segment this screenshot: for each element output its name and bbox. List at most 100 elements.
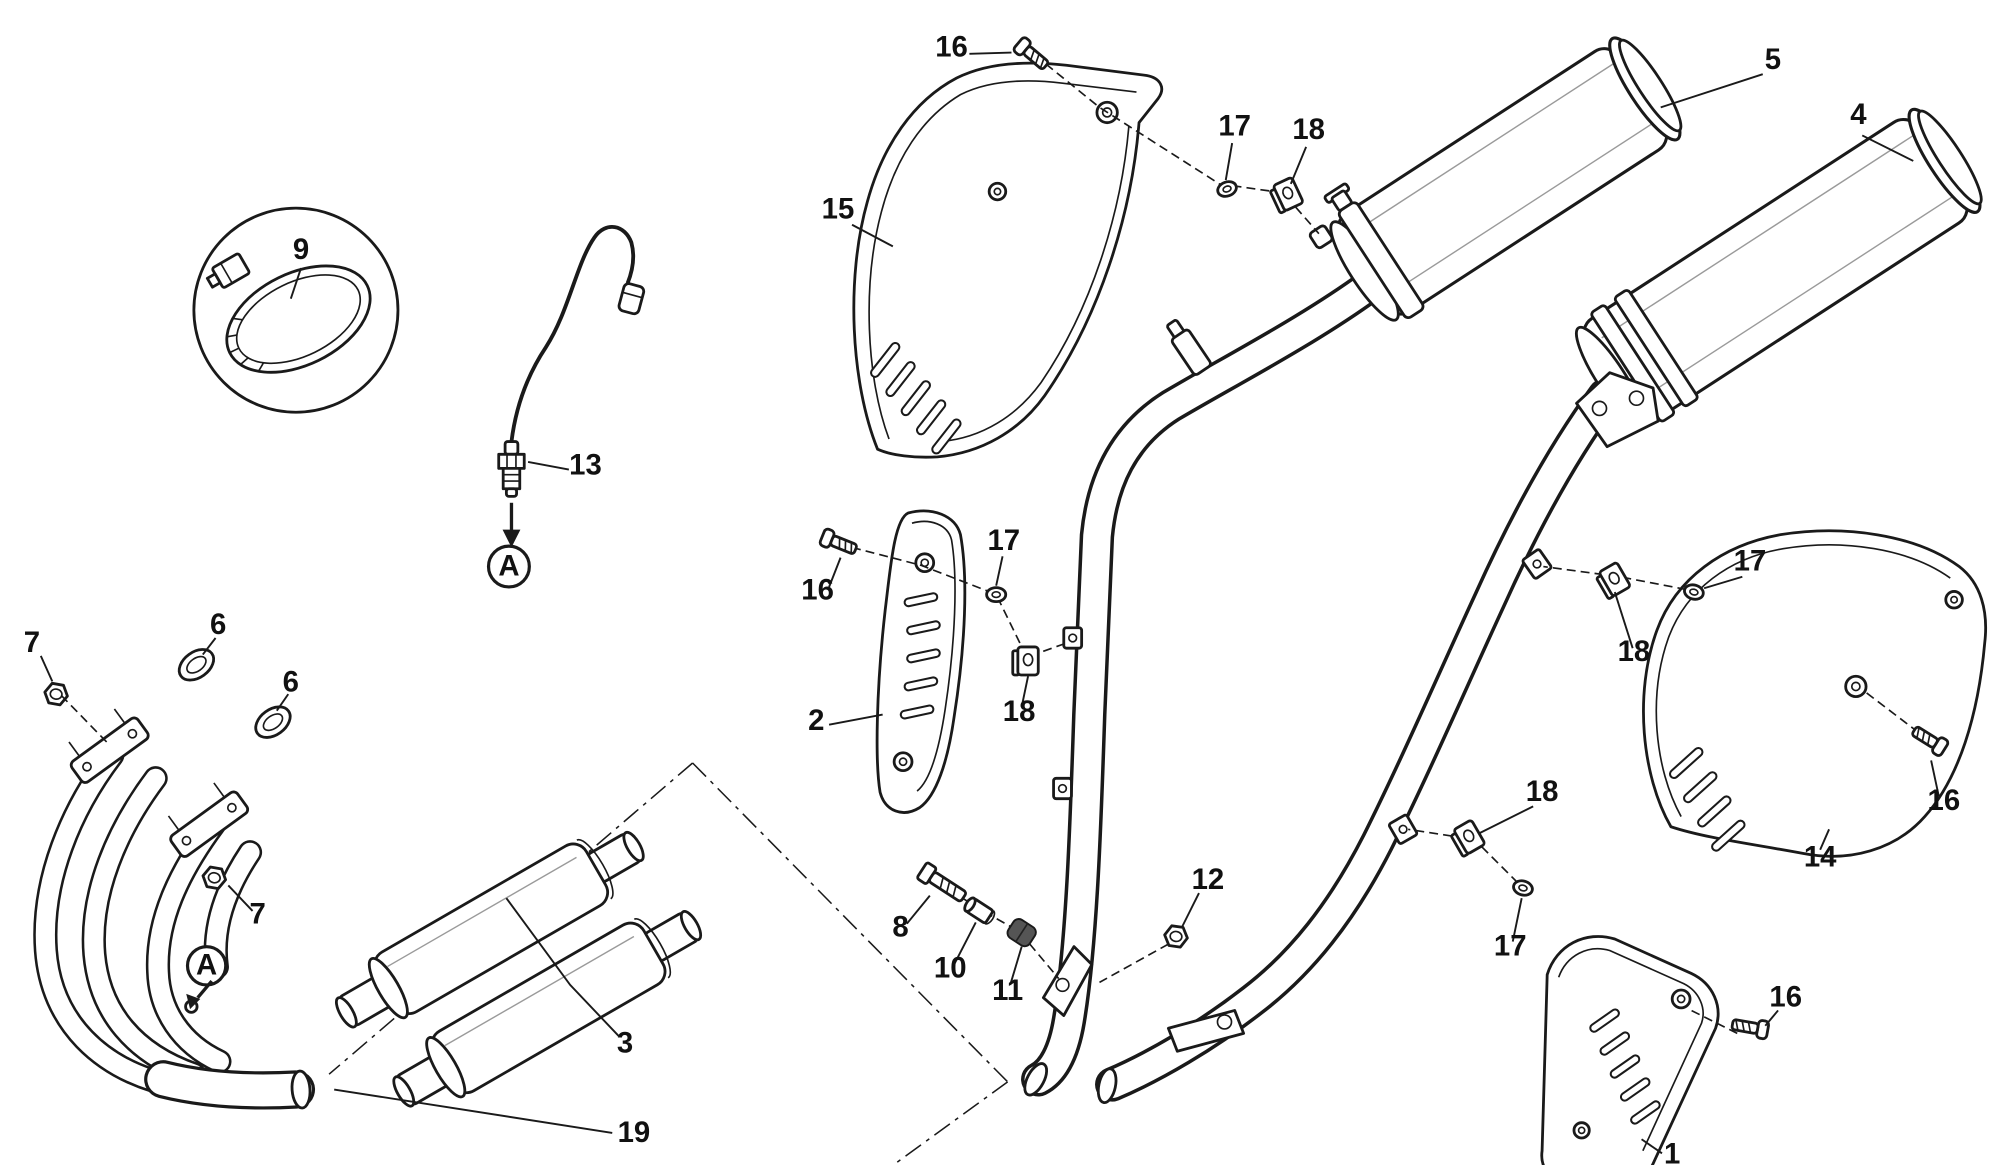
rear-pipe bbox=[1098, 381, 1619, 1099]
front-exhaust-assembly bbox=[1021, 36, 1683, 1097]
shield-contour bbox=[911, 520, 956, 792]
leader bbox=[1224, 142, 1234, 181]
part-label-6-lower: 6 bbox=[283, 666, 299, 699]
part-label-2: 2 bbox=[808, 704, 824, 737]
mount-hole bbox=[1101, 107, 1113, 118]
front-down-pipe bbox=[1024, 277, 1376, 1094]
leader bbox=[851, 223, 894, 248]
shield-contour bbox=[868, 80, 1137, 440]
leader bbox=[1641, 1138, 1663, 1155]
part-label-15: 15 bbox=[822, 192, 855, 225]
leader bbox=[227, 884, 254, 912]
clip-nut-18 bbox=[1267, 175, 1305, 215]
view-arrowhead bbox=[502, 529, 521, 548]
mount-hole bbox=[1950, 595, 1959, 604]
part-label-17-top: 17 bbox=[1218, 109, 1251, 142]
washer-17 bbox=[1510, 877, 1536, 899]
leader bbox=[202, 637, 217, 656]
mount-hole bbox=[898, 757, 908, 767]
bolt-8 bbox=[916, 861, 967, 903]
leader bbox=[1181, 892, 1200, 927]
view-marker-a-top-letter: A bbox=[498, 549, 519, 582]
hose-clamp-detail bbox=[192, 206, 400, 414]
part-label-17-rear-lower: 17 bbox=[1494, 930, 1527, 963]
leader bbox=[953, 921, 977, 965]
exhaust-flange bbox=[167, 782, 250, 858]
nut-12 bbox=[1161, 923, 1191, 950]
exhaust-gasket bbox=[172, 641, 221, 688]
bracket-hole bbox=[1055, 977, 1070, 993]
clip-nut-18 bbox=[1011, 645, 1040, 677]
axis-dashed bbox=[60, 694, 111, 746]
mount-hole bbox=[1676, 994, 1686, 1004]
mount-hole bbox=[1850, 681, 1861, 692]
header-pipe bbox=[148, 814, 229, 1072]
leader bbox=[969, 51, 1012, 55]
collector-outlet-pipe bbox=[147, 1063, 312, 1107]
heat-shield-15 bbox=[852, 61, 1163, 459]
exhaust-gasket bbox=[248, 699, 298, 746]
axis-dashed bbox=[996, 596, 1067, 659]
mount-hole bbox=[993, 187, 1002, 196]
part-label-16-shield14: 16 bbox=[1928, 784, 1961, 817]
leader bbox=[1764, 1009, 1779, 1027]
leader bbox=[334, 1088, 613, 1134]
pipe-band-clamp bbox=[1166, 319, 1212, 376]
rear-exhaust-assembly bbox=[1095, 107, 1983, 1105]
part-label-18-rear-lower: 18 bbox=[1526, 775, 1559, 808]
view-marker-a-bottom-letter: A bbox=[196, 949, 217, 982]
part-label-16-shield1: 16 bbox=[1769, 981, 1802, 1014]
oxygen-sensor bbox=[497, 440, 526, 498]
clamp-screw-housing bbox=[205, 252, 251, 289]
leader bbox=[906, 895, 931, 925]
leader bbox=[1861, 134, 1914, 162]
header-pipe bbox=[35, 745, 189, 1097]
part-label-13: 13 bbox=[569, 449, 602, 482]
mount-hole bbox=[1844, 674, 1868, 699]
part-label-11: 11 bbox=[992, 974, 1023, 1007]
part-label-18-top: 18 bbox=[1292, 113, 1325, 146]
pipe-bracket bbox=[1166, 1009, 1246, 1053]
part-label-16-shield15: 16 bbox=[935, 30, 968, 63]
shield-contour bbox=[1557, 947, 1704, 1152]
axis-line bbox=[894, 1081, 1009, 1165]
leader bbox=[828, 713, 883, 726]
part-label-14: 14 bbox=[1804, 840, 1837, 873]
mount-hole bbox=[892, 751, 914, 773]
fasteners bbox=[817, 34, 1951, 1041]
axis-dashed bbox=[1045, 63, 1320, 235]
shield-plate bbox=[1642, 529, 1987, 858]
screw-16 bbox=[817, 526, 861, 560]
leader bbox=[995, 556, 1004, 586]
leader bbox=[1009, 946, 1023, 986]
heat-shield-1 bbox=[1540, 935, 1720, 1165]
axis-dashed bbox=[851, 546, 994, 595]
shield-plate bbox=[875, 509, 967, 814]
pipe-mount-tab bbox=[1052, 776, 1073, 801]
bracket-hole bbox=[1591, 400, 1608, 417]
heat-shield-14 bbox=[1642, 529, 1987, 858]
leader bbox=[1613, 591, 1634, 649]
clip-nut-18 bbox=[1593, 560, 1633, 601]
part-label-3: 3 bbox=[617, 1027, 633, 1060]
mount-hole bbox=[1577, 1126, 1586, 1135]
part-label-1: 1 bbox=[1664, 1137, 1680, 1165]
part-label-12: 12 bbox=[1192, 863, 1225, 896]
pipe-opening bbox=[1096, 1067, 1118, 1105]
axis-line bbox=[328, 762, 694, 1075]
pipe-mount-tab bbox=[1388, 813, 1419, 845]
oxygen-sensor-assembly bbox=[486, 225, 646, 589]
muffler-5 bbox=[1308, 36, 1683, 322]
washer-17 bbox=[1214, 177, 1240, 201]
part-label-18-rear-upper: 18 bbox=[1618, 635, 1651, 668]
leader bbox=[275, 693, 290, 712]
rubber-grommet-11 bbox=[1006, 918, 1037, 948]
mount-hole bbox=[1944, 590, 1964, 610]
heat-shield-2 bbox=[875, 509, 967, 814]
shield-contour bbox=[1655, 544, 1951, 817]
sensor-cable bbox=[509, 225, 636, 442]
mount-hole bbox=[1572, 1121, 1591, 1140]
leader bbox=[289, 267, 302, 300]
part-label-18-shield2: 18 bbox=[1003, 695, 1036, 728]
